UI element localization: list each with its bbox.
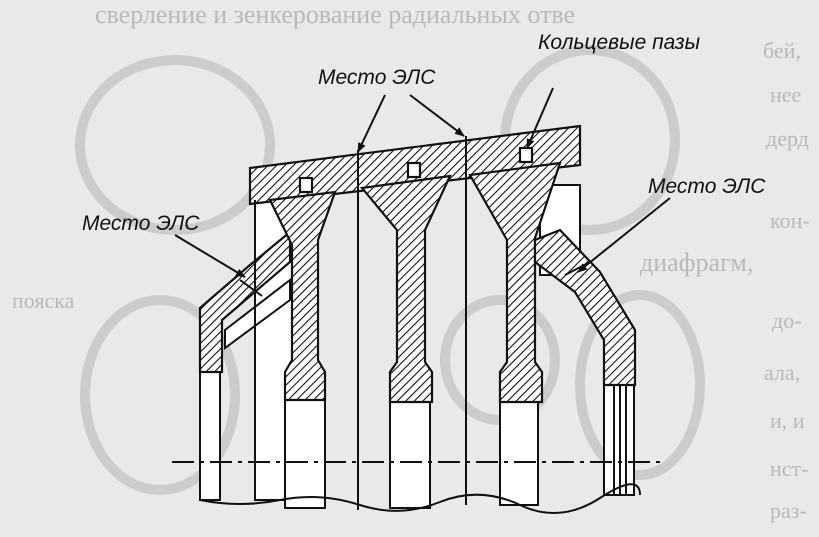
arrow-grooves xyxy=(526,87,554,149)
label-weld-top: Место ЭЛС xyxy=(318,66,436,89)
broken-bottom-edge xyxy=(199,483,641,514)
diaphragm-1 xyxy=(268,190,337,402)
ghost-text-right-7: и, и xyxy=(770,408,805,433)
diaphragm-3 xyxy=(468,161,562,404)
label-weld-left: Место ЭЛС xyxy=(82,212,200,235)
ghost-text-right-4: кон- xyxy=(770,208,810,233)
leader-arrows xyxy=(174,87,671,278)
ghost-text-middle: диафрагм, xyxy=(640,248,754,277)
hatched-section xyxy=(198,124,637,404)
label-ring-grooves: Кольцевые пазы xyxy=(538,31,701,54)
arrow-weld-top-a xyxy=(357,94,386,153)
ghost-text-right-8: нст- xyxy=(770,456,809,481)
ghost-text-right-5: до- xyxy=(772,308,802,333)
label-weld-right: Место ЭЛС xyxy=(648,175,766,198)
diaphragm-2 xyxy=(359,174,452,404)
ghost-text-right-1: бей, xyxy=(763,38,801,63)
ghost-text-right-3: дерд xyxy=(766,126,809,151)
arrow-weld-top-b xyxy=(409,94,465,137)
flange-detail xyxy=(613,385,627,495)
ghost-text-right-2: нее xyxy=(770,82,802,107)
ghost-text-right-9: раз- xyxy=(770,498,807,523)
arrow-weld-left xyxy=(174,234,246,278)
ghost-text-top: сверление и зенкерование радиальных отве xyxy=(95,0,576,29)
background-ghost-figures xyxy=(75,45,705,495)
ghost-text-right-6: ала, xyxy=(764,360,801,385)
arrow-weld-right xyxy=(577,197,671,273)
ghost-text-left: пояска xyxy=(12,288,75,313)
